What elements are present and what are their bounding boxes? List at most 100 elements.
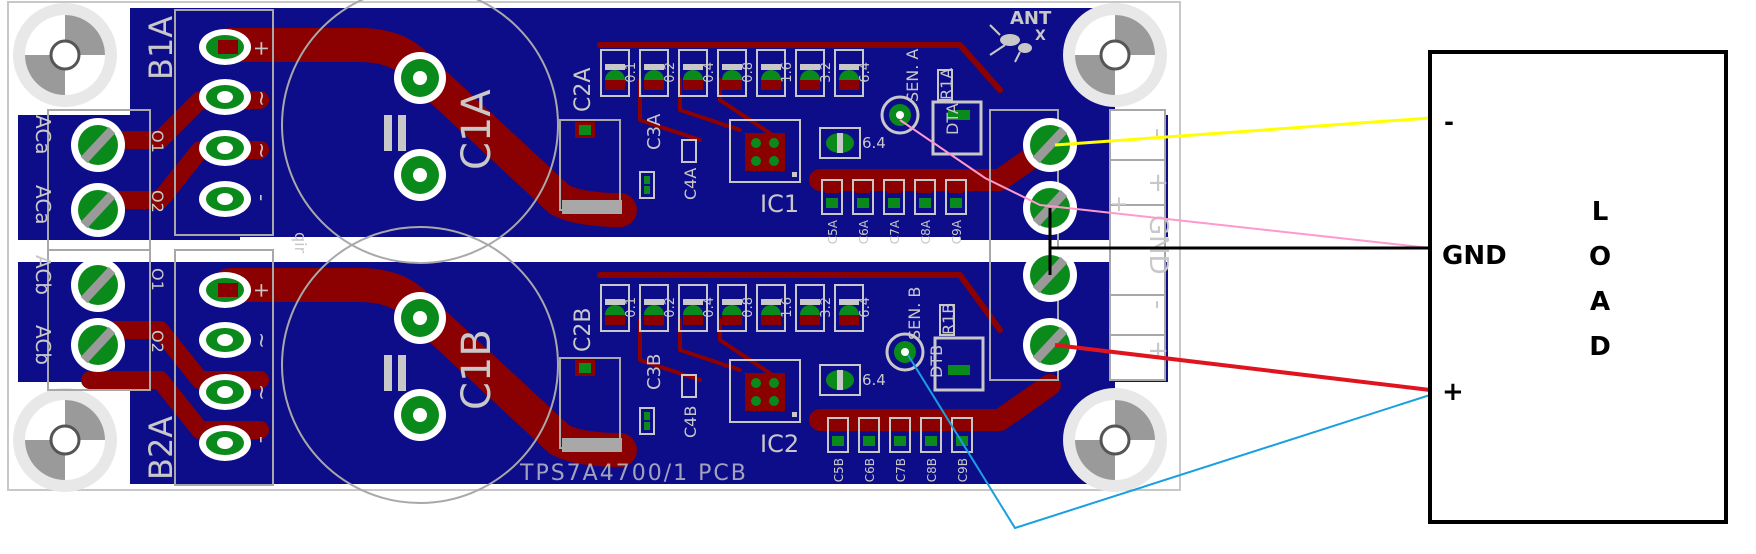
small-cap-label: C8B: [925, 458, 939, 482]
small-cap: C8B: [920, 417, 942, 482]
voltage-pad: 3.2: [795, 284, 834, 332]
voltage-pad-label: 3.2: [819, 297, 834, 318]
voltage-pad-label: 1.6: [780, 62, 795, 83]
label-aca-1: ACa: [31, 185, 55, 225]
voltage-pad-label: 0.4: [702, 62, 717, 83]
label-b2a: B2A: [142, 416, 180, 480]
board-title-silk: TPS7A4700/1 PCB: [519, 461, 748, 486]
voltage-pad-label: 0.1: [624, 297, 639, 318]
load-letter-d: D: [1589, 332, 1611, 362]
small-cap-label: C9B: [956, 458, 970, 482]
board-gap: [240, 237, 960, 262]
voltage-pad-label: 6.4: [858, 297, 873, 318]
label-sense-b: SEN. B: [905, 287, 924, 340]
cap-row-b: C5B C6B C7B C8B C9B: [827, 417, 973, 482]
load-terminal-gnd: GND: [1442, 241, 1507, 271]
voltage-pad-label: 0.1: [624, 62, 639, 83]
ant-logo-icon: [989, 24, 1032, 63]
logo-text: ANT: [1010, 8, 1052, 29]
out-label-plus-a: +: [1143, 172, 1173, 194]
capacitor-c2a: [559, 119, 622, 214]
smd-caps-a: [639, 139, 697, 199]
out-label-gnd: GND: [1143, 215, 1173, 275]
small-cap: C5A: [821, 179, 843, 244]
voltage-pad: 0.1: [600, 284, 639, 332]
capacitor-c1a: [281, 0, 559, 264]
small-cap: C6B: [858, 417, 880, 482]
voltage-pad: 1.6: [756, 49, 795, 97]
voltage-pad: 0.4: [678, 49, 717, 97]
mount-hole-top-left: [13, 3, 117, 107]
pad-64-a: [819, 127, 861, 159]
label-c1b: C1B: [454, 329, 500, 410]
ic1-package: [729, 119, 801, 183]
voltage-pad-label: 0.2: [663, 297, 678, 318]
voltage-pad: 0.8: [717, 49, 756, 97]
label-jumper: qir: [291, 232, 310, 254]
wire-sense-a: [899, 119, 1431, 249]
load-letter-o: O: [1589, 242, 1611, 272]
label-o2-b: O2: [148, 330, 167, 353]
load-letter-l: L: [1592, 197, 1609, 227]
mount-hole-bottom-right: [1063, 388, 1167, 492]
smd-caps-b: [639, 374, 697, 435]
ac-connector-b-outline: [47, 249, 151, 391]
small-cap-label: C6A: [857, 219, 871, 244]
mount-hole-bottom-left: [13, 388, 117, 492]
small-cap-label: C6B: [863, 458, 877, 482]
cap-row-a: C5A C6A C7A C8A C9A: [821, 179, 967, 244]
voltage-pad-label: 3.2: [819, 62, 834, 83]
output-terminal-block-outline: [989, 109, 1059, 381]
label-c4b: C4B: [681, 406, 700, 438]
label-acb-1: ACb: [31, 325, 55, 365]
load-letter-a: A: [1590, 287, 1610, 317]
label-aca-2: ACa: [31, 115, 55, 155]
label-dta: DTA: [943, 103, 962, 135]
small-cap-label: C5B: [832, 458, 846, 482]
wire-plus: [1054, 343, 1431, 392]
label-sense-a: SEN. A: [903, 49, 922, 102]
voltage-pad: 0.4: [678, 284, 717, 332]
label-c2a: C2A: [571, 68, 596, 112]
resistor-r1b: [933, 304, 985, 392]
small-cap-label: C7B: [894, 458, 908, 482]
resistor-r1a: [931, 69, 983, 156]
voltage-pad: 0.8: [717, 284, 756, 332]
input-connector-a-outline: [174, 9, 274, 236]
label-c1a: C1A: [454, 89, 500, 170]
sense-pad-a: [880, 95, 920, 135]
voltage-pad: 0.2: [639, 49, 678, 97]
label-pin-ac1-a: ~: [250, 90, 274, 107]
logo-subtext: X: [1035, 28, 1046, 44]
label-o1-b: O1: [148, 268, 167, 291]
wire-gnd: [1048, 208, 1430, 275]
small-cap-label: C7A: [888, 219, 902, 244]
voltage-pad-label: 0.8: [741, 297, 756, 318]
voltage-pad: 0.1: [600, 49, 639, 97]
label-pin-ac2-b: ~: [250, 384, 274, 401]
label-pin-minus-b: -: [250, 436, 274, 443]
label-64-b: 6.4: [862, 371, 886, 389]
label-acb-2: ACb: [31, 255, 55, 295]
small-cap-label: C9A: [950, 219, 964, 244]
input-connector-b-outline: [174, 249, 274, 486]
label-c3a: C3A: [644, 113, 665, 150]
ac-screw-terminals: [71, 118, 125, 372]
label-r1a: R1A: [937, 68, 956, 100]
input-pads-a: [199, 29, 251, 217]
voltage-pad: 0.2: [639, 284, 678, 332]
small-cap: C6A: [852, 179, 874, 244]
small-cap: C8A: [914, 179, 936, 244]
label-b1a: B1A: [142, 16, 180, 80]
small-cap: C7B: [889, 417, 911, 482]
label-64-a: 6.4: [862, 134, 886, 152]
voltage-pad: 3.2: [795, 49, 834, 97]
small-cap-label: C5A: [826, 219, 840, 244]
label-o1-a: O1: [148, 130, 167, 153]
small-cap: C5B: [827, 417, 849, 482]
label-r1b: R1B: [939, 303, 958, 335]
label-pin-plus-b: +: [250, 282, 274, 299]
label-ic2: IC2: [760, 430, 799, 458]
